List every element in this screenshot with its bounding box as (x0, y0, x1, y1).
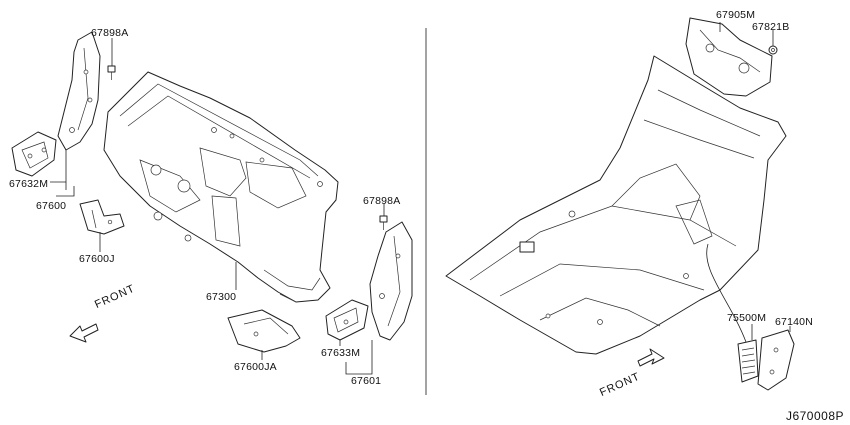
bolt-67898A-right-illustration (379, 215, 388, 230)
callout-67140N: 67140N (775, 316, 813, 328)
callout-67898A-right: 67898A (363, 195, 401, 207)
callout-67600J: 67600J (79, 253, 115, 265)
callout-67600: 67600 (36, 200, 67, 212)
callout-67601: 67601 (351, 375, 382, 387)
callout-67821B: 67821B (752, 21, 790, 33)
front-arrow-left (69, 323, 99, 343)
clip-67821B-illustration (768, 45, 778, 55)
bracket-67600J-illustration (79, 199, 125, 235)
side-panel-67601-illustration (369, 221, 413, 341)
callout-67898A-top: 67898A (91, 27, 129, 39)
callout-67600JA: 67600JA (234, 361, 277, 373)
left-leader-lines (50, 38, 385, 375)
callout-67632M: 67632M (9, 178, 49, 190)
bracket-67633M-illustration (325, 299, 369, 341)
dash-panel-67300-illustration (103, 71, 339, 303)
callout-67300: 67300 (206, 291, 237, 303)
diagram-reference-id: J670008P (785, 409, 844, 423)
pad-75500M-illustration (737, 339, 759, 383)
bolt-67898A-top-illustration (107, 65, 116, 80)
callout-67633M: 67633M (321, 347, 361, 359)
floor-panel-illustration (445, 55, 787, 355)
bracket-67600JA-illustration (227, 309, 301, 353)
callout-75500M: 75500M (727, 312, 767, 324)
front-arrow-right (637, 348, 665, 367)
panel-67140N-illustration (757, 329, 795, 391)
right-leader-lines (706, 22, 791, 343)
callout-67905M: 67905M (716, 9, 756, 21)
bracket-67632M-illustration (11, 131, 57, 177)
insulator-67905M-illustration (685, 17, 773, 97)
side-panel-67600-illustration (57, 31, 101, 151)
